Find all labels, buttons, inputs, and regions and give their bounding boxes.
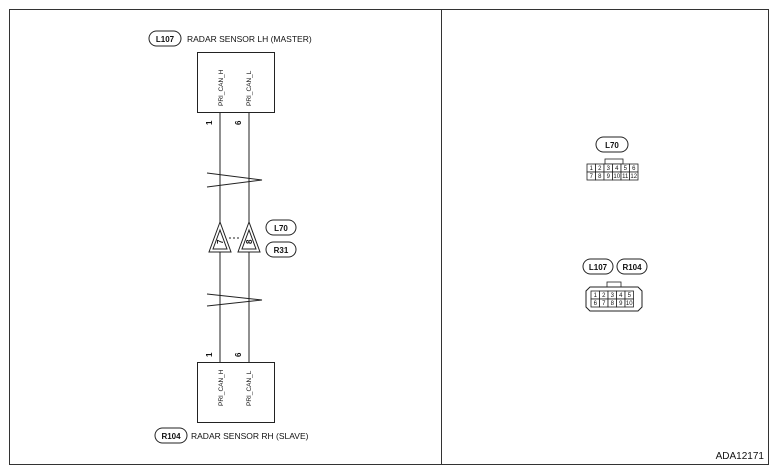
pin-cell-label: 12 <box>630 174 637 180</box>
pin-cell-label: 1 <box>590 166 594 172</box>
connector-badge <box>148 30 182 47</box>
pin-cell-label: 1 <box>594 293 598 299</box>
pin-number: 1 <box>205 352 214 357</box>
pin-cell-label: 10 <box>613 174 620 180</box>
pin-cell-label: 10 <box>626 301 633 307</box>
connector-badge-label: R104 <box>161 432 181 441</box>
pin-cell <box>629 171 639 181</box>
connector-terminal-icon <box>237 220 261 253</box>
connector-latch <box>606 281 622 288</box>
pin-number: 6 <box>234 352 243 357</box>
connector-badge <box>265 219 297 236</box>
joint-connector: 7 8 L70 R31 <box>208 219 297 258</box>
diagram-frame <box>9 9 769 465</box>
pin-number: 1 <box>205 120 214 125</box>
component-title: RADAR SENSOR RH (SLAVE) <box>191 431 309 441</box>
connector-badge-label: L107 <box>156 35 175 44</box>
pin-number: 7 <box>216 239 225 244</box>
pin-cell-label: 4 <box>619 293 623 299</box>
pin-cell-label: 7 <box>602 301 606 307</box>
connector-badge-label: L70 <box>274 224 288 233</box>
pin-cell-label: 5 <box>624 166 628 172</box>
twisted-pair-symbol <box>206 172 263 188</box>
connector-badge-label: R31 <box>274 246 289 255</box>
connector-badge-label: L70 <box>605 141 619 150</box>
connector-badge <box>582 258 614 275</box>
pin-cell-label: 9 <box>619 301 623 307</box>
connector-terminal-icon <box>208 220 232 253</box>
connector-badge <box>616 258 648 275</box>
connector-badge <box>154 427 188 444</box>
connector-badge <box>595 136 629 153</box>
signal-label: PRI_CAN_L <box>246 370 253 406</box>
pin-cell <box>624 298 634 308</box>
radar-sensor-lh-box <box>197 52 275 113</box>
connector-terminal-inner <box>212 228 228 250</box>
pin-cell-label: 8 <box>611 301 615 307</box>
pin-cell-label: 2 <box>598 166 602 172</box>
pin-cell-label: 6 <box>632 166 636 172</box>
signal-label: PRI_CAN_L <box>246 70 253 106</box>
figure-code: ADA12171 <box>716 451 765 462</box>
connector-latch <box>604 158 624 165</box>
pin-number: 6 <box>234 120 243 125</box>
pin-cell-label: 3 <box>611 293 615 299</box>
pin-cell-label: 8 <box>598 174 602 180</box>
signal-label: PRI_CAN_H <box>218 369 225 406</box>
twisted-pair-symbol <box>206 293 263 307</box>
pin-cell-label: 3 <box>607 166 611 172</box>
pin-cell-label: 6 <box>594 301 598 307</box>
pin-cell-label: 9 <box>607 174 611 180</box>
pin-cell-label: 2 <box>602 293 606 299</box>
connector-terminal-inner <box>241 228 257 250</box>
component-title: RADAR SENSOR LH (MASTER) <box>187 34 312 44</box>
connector-badge-label: L107 <box>589 263 608 272</box>
pin-cell-label: 5 <box>628 293 632 299</box>
radar-sensor-rh-box <box>197 362 275 423</box>
bottom-component-header: R104 RADAR SENSOR RH (SLAVE) <box>154 427 309 444</box>
signal-label: PRI_CAN_H <box>218 69 225 106</box>
connector-badge <box>265 241 297 258</box>
top-component-header: L107 RADAR SENSOR LH (MASTER) <box>148 30 312 47</box>
pin-cell-label: 7 <box>590 174 594 180</box>
pin-cell-label: 11 <box>622 174 629 180</box>
connector-badge-label: R104 <box>622 263 642 272</box>
pin-cell-label: 4 <box>615 166 619 172</box>
pin-number: 8 <box>245 239 254 244</box>
